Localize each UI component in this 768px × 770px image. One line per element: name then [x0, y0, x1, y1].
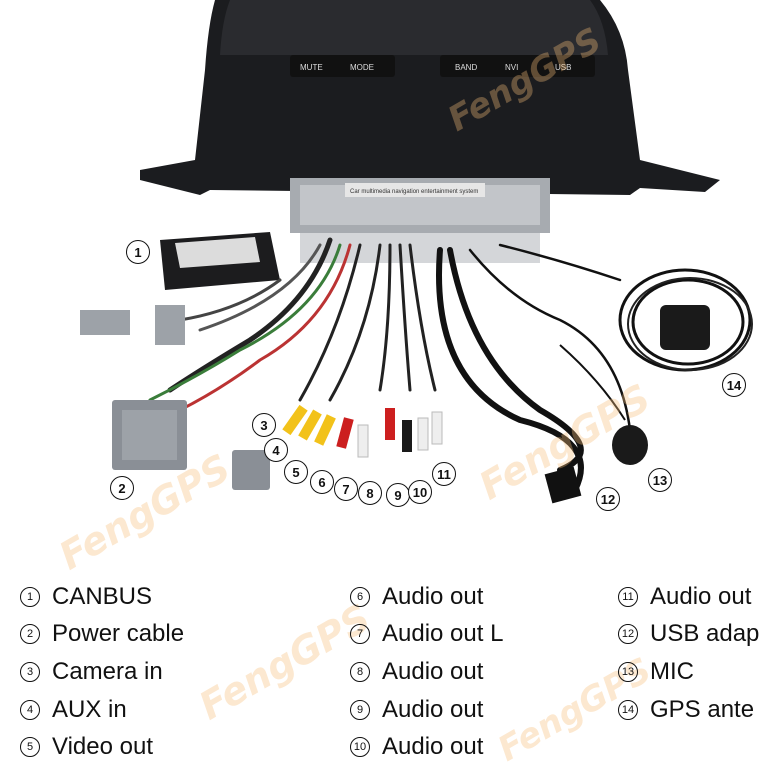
band-label: BAND [455, 63, 477, 72]
legend-item: 12 USB adap [618, 616, 759, 654]
legend-number: 9 [350, 699, 370, 720]
mic [559, 344, 648, 465]
legend-number: 11 [618, 586, 638, 607]
callout-5: 5 [284, 460, 308, 484]
legend-label: Video out [52, 733, 153, 761]
legend-number: 10 [350, 737, 370, 758]
legend-item: 11 Audio out [618, 578, 759, 616]
head-unit: MUTE MODE BAND NVI USB [140, 0, 720, 195]
callout-13: 13 [648, 468, 672, 492]
mode-label: MODE [350, 63, 374, 72]
legend-label: Audio out [382, 657, 484, 685]
usb-plug [544, 466, 582, 504]
legend-label: Audio out [650, 582, 752, 610]
legend-label: Power cable [52, 620, 185, 648]
legend-item: 5 Video out [20, 728, 184, 766]
legend-item: 8 Audio out [350, 653, 503, 691]
callout-8: 8 [358, 481, 382, 505]
power-connectors [80, 305, 270, 490]
legend-label: AUX in [52, 695, 127, 723]
legend-number: 7 [350, 624, 370, 645]
legend-item: 2 Power cable [20, 616, 184, 654]
callout-14: 14 [722, 373, 746, 397]
legend-item: 9 Audio out [350, 691, 503, 729]
callout-10: 10 [408, 480, 432, 504]
legend-number: 6 [350, 586, 370, 607]
legend-item: 3 Camera in [20, 653, 184, 691]
legend-label: Camera in [52, 657, 163, 685]
legend-number: 1 [20, 586, 40, 607]
legend-label: GPS ante [650, 695, 755, 723]
legend-item: 7 Audio out L [350, 616, 503, 654]
legend-item: 4 AUX in [20, 691, 184, 729]
callout-7: 7 [334, 477, 358, 501]
callout-6: 6 [310, 470, 334, 494]
legend-item: 10 Audio out [350, 728, 503, 766]
nvi-label: NVI [505, 63, 518, 72]
legend-item: 13 MIC [618, 653, 759, 691]
legend-number: 4 [20, 699, 40, 720]
callout-1: 1 [126, 240, 150, 264]
gps-antenna [618, 268, 753, 372]
legend-label: USB adap [650, 620, 760, 648]
legend-label: CANBUS [52, 582, 153, 610]
product-photo: MUTE MODE BAND NVI USB Car multimedia na… [80, 0, 753, 504]
callout-3: 3 [252, 413, 276, 437]
rca-plugs [282, 404, 443, 458]
callout-4: 4 [264, 438, 288, 462]
canbus-box [160, 232, 280, 290]
legend-number: 3 [20, 661, 40, 682]
callout-2: 2 [110, 476, 134, 500]
chassis: Car multimedia navigation entertainment … [290, 178, 550, 263]
legend-number: 5 [20, 737, 40, 758]
usb-label: USB [555, 63, 571, 72]
legend-label: Audio out [382, 695, 484, 723]
legend-number: 8 [350, 661, 370, 682]
legend-item: 6 Audio out [350, 578, 503, 616]
legend-label: Audio out [382, 733, 484, 761]
legend-number: 14 [618, 699, 638, 720]
callout-12: 12 [596, 487, 620, 511]
wiring [148, 237, 632, 493]
legend-label: MIC [650, 657, 694, 685]
legend-item: 1 CANBUS [20, 578, 184, 616]
legend-label: Audio out L [382, 620, 504, 648]
callout-9: 9 [386, 483, 410, 507]
legend-number: 13 [618, 661, 638, 682]
legend-item: 14 GPS ante [618, 691, 759, 729]
legend-column-3: 11 Audio out 12 USB adap 13 MIC 14 GPS ante [618, 578, 759, 728]
mute-label: MUTE [300, 63, 323, 72]
callout-11: 11 [432, 462, 456, 486]
legend-number: 12 [618, 624, 638, 645]
legend-number: 2 [20, 624, 40, 645]
legend-label: Audio out [382, 582, 484, 610]
unit-label: Car multimedia navigation entertainment … [350, 189, 478, 195]
